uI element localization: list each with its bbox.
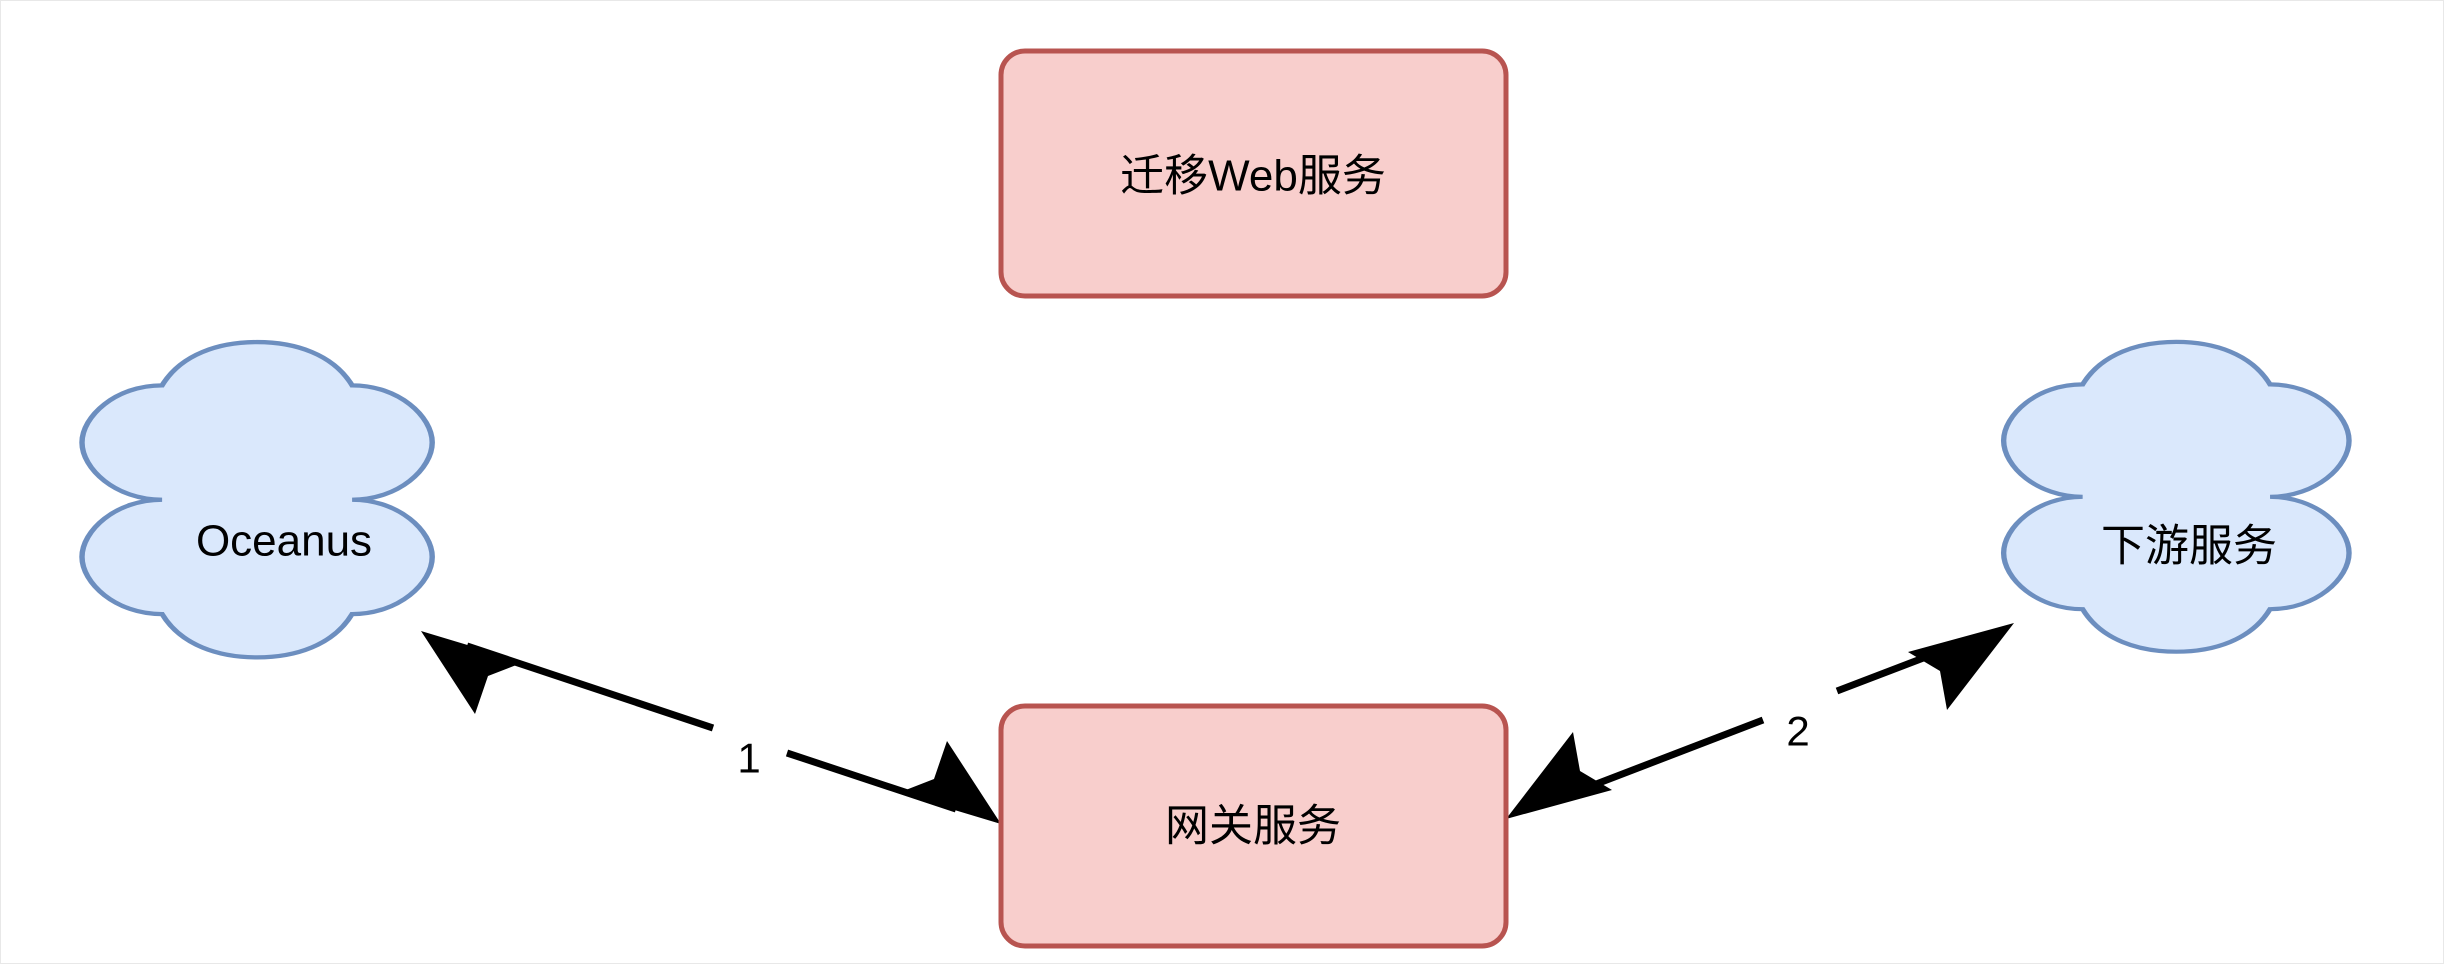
node-oceanus[interactable]: Oceanus [79, 339, 435, 660]
edge-1-group[interactable]: 1 [421, 631, 1001, 824]
edge-2-group[interactable]: 2 [1506, 623, 2014, 819]
edge-1-label: 1 [737, 735, 760, 782]
edge-2-label: 2 [1786, 708, 1809, 755]
edge-1-label-backdrop [723, 716, 777, 802]
downstream-service-cloud-shape [2000, 339, 2352, 654]
edge-2-label-backdrop [1771, 689, 1827, 775]
migrate-web-service-label: 迁移Web服务 [1120, 152, 1386, 201]
node-gateway-service[interactable]: 网关服务 [998, 703, 1509, 949]
downstream-service-label: 下游服务 [2101, 522, 2277, 571]
oceanus-cloud-shape [79, 339, 435, 660]
edge-1-arrowhead-oceanus [421, 631, 524, 714]
node-downstream-service[interactable]: 下游服务 [2000, 339, 2352, 654]
edge-1-arrowhead-gateway [898, 741, 1001, 824]
node-migrate-web-service[interactable]: 迁移Web服务 [998, 48, 1509, 299]
edge-2-arrowhead-gateway [1506, 732, 1612, 819]
gateway-service-label: 网关服务 [1165, 802, 1341, 851]
edge-2-arrowhead-downstream [1908, 623, 2014, 710]
migrate-web-service-shape [998, 48, 1509, 299]
oceanus-label: Oceanus [196, 517, 372, 566]
gateway-service-shape [998, 703, 1509, 949]
